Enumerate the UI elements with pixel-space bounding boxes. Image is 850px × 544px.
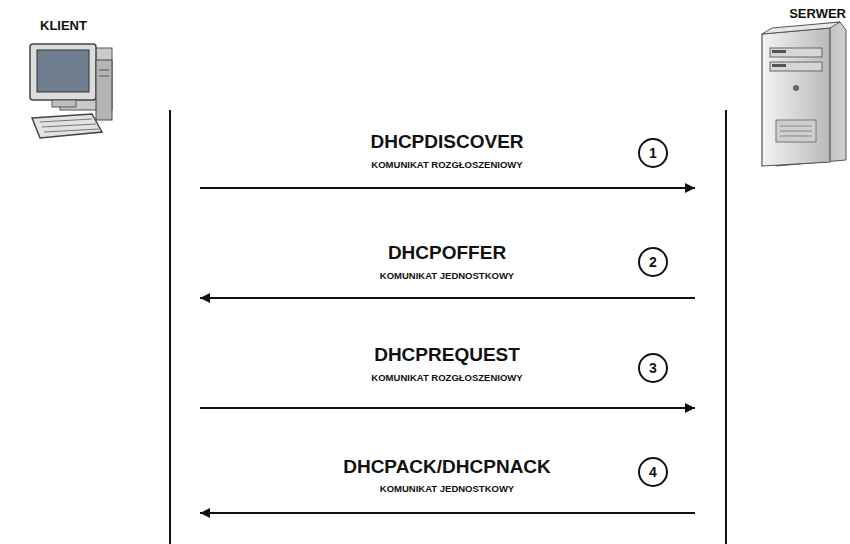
server-tower-icon — [762, 22, 846, 166]
callout-number: 1 — [649, 146, 657, 160]
message-arrow — [200, 297, 695, 299]
message-name: DHCPOFFER — [388, 243, 506, 264]
message-name: DHCPACK/DHCPNACK — [343, 457, 551, 478]
message-kind: KOMUNIKAT JEDNOSTKOWY — [380, 271, 514, 281]
client-computer-icon — [30, 44, 112, 138]
server-node: SERWER — [695, 0, 850, 170]
message-arrow — [200, 187, 695, 189]
server-lifeline — [725, 110, 727, 544]
callout-number: 4 — [649, 465, 657, 479]
callout-number: 2 — [649, 255, 657, 269]
message-kind: KOMUNIKAT ROZGŁOSZENIOWY — [371, 160, 522, 170]
message-name: DHCPREQUEST — [374, 345, 520, 366]
step-circle: 2 — [638, 247, 668, 277]
actor-label: SERWER — [695, 6, 846, 21]
message-arrow — [200, 512, 695, 514]
step-circle: 1 — [638, 138, 668, 168]
client-node: KLIENT — [10, 8, 200, 153]
step-circle: 3 — [638, 353, 668, 383]
actor-label: KLIENT — [40, 18, 200, 33]
step-circle: 4 — [638, 457, 668, 487]
callout-number: 3 — [649, 361, 657, 375]
message-arrow — [200, 407, 695, 409]
message-kind: KOMUNIKAT ROZGŁOSZENIOWY — [371, 373, 522, 383]
message-kind: KOMUNIKAT JEDNOSTKOWY — [380, 484, 514, 494]
client-lifeline — [169, 110, 171, 544]
message-name: DHCPDISCOVER — [370, 132, 523, 153]
